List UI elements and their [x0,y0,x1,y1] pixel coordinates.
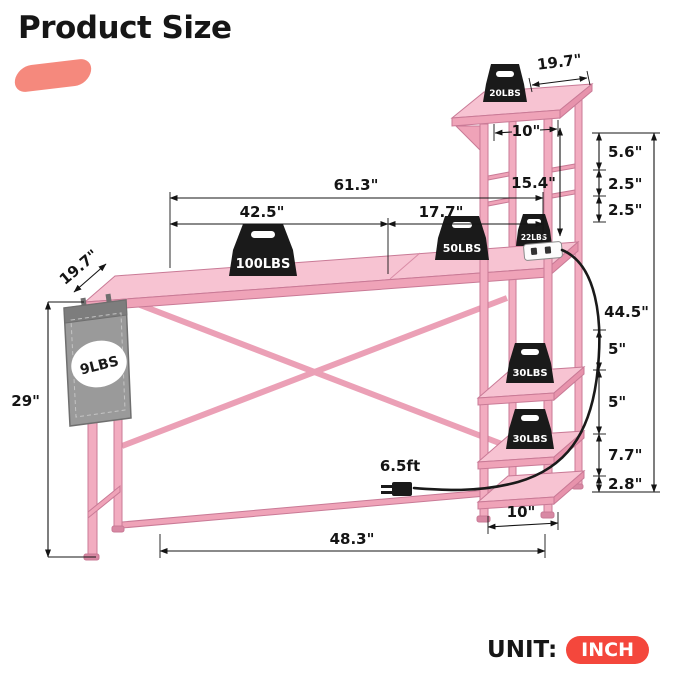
storage-bag: 9LBS [63,293,132,427]
dim-riser-chain-top: 5.6" 2.5" 2.5" [592,132,660,223]
weight-label: 50LBS [443,242,482,255]
dim-label: 19.7" [536,50,583,73]
weight-handle-slot [521,415,539,421]
bag-flap [63,299,128,324]
bottom-shelf [476,469,586,510]
weight-label: 30LBS [512,434,547,445]
weight-label: 30LBS [512,368,547,379]
dim-bottom-shelf-width: 10" [487,503,559,534]
dim-label: 42.5" [240,203,285,221]
weight-handle-slot [452,222,472,228]
leg-foot [111,525,125,533]
bag-stitching [70,312,126,418]
dim-label: 5.6" [608,143,642,161]
dim-label: 2.5" [608,175,642,193]
x-brace-bar [120,295,509,449]
dim-label: 17.7" [419,203,464,221]
weight-desk-right: 50LBS [435,216,489,260]
weight-top-shelf: 20LBS [483,64,527,102]
dim-desk-height: 29" [11,301,96,558]
dim-label: 44.5" [604,303,649,321]
plug-prong [381,491,392,494]
weight-handle-slot [496,71,514,77]
weight-handle-slot [527,219,541,224]
tower-foot [476,515,491,523]
power-strip [523,241,563,261]
dim-label: 7.7" [608,446,642,464]
unit-row: UNIT: INCH [487,636,649,664]
weight-desk-main: 100LBS [229,224,297,276]
power-outlet [530,247,538,255]
dim-total-width: 61.3" [169,176,544,268]
dim-label: 5" [608,393,626,411]
power-strip-body [523,241,563,261]
weight-label: 22LBS [521,233,547,242]
tower-foot [540,511,555,519]
dim-base-width: 48.3" [159,530,546,558]
unit-badge: INCH [566,636,649,664]
riser-rung [487,171,510,181]
dim-label: 5" [608,340,626,358]
page-title: Product Size [18,10,232,46]
dim-total-height: 44.5" [592,132,660,493]
power-outlet [544,246,552,254]
power-plug [381,482,412,496]
dim-label: 15.4" [511,174,556,192]
unit-label: UNIT: [487,637,558,663]
weight-handle-slot [251,231,275,238]
desktop-seam [389,252,421,280]
weight-label: 20LBS [489,89,521,99]
weight-label: 100LBS [236,257,291,272]
dim-desk-depth: 19.7" [56,246,107,293]
tower-back-right-post [574,91,583,487]
dim-top-shelf-width: 10" [493,120,559,141]
dim-shelf-chain: 5" 5" 7.7" 2.8" [593,329,642,493]
dim-shelf-section-width: 17.7" [387,203,544,227]
bag-weight-bubble [71,340,127,388]
shelf-bracket [454,125,481,152]
dim-cord-length: 6.5ft [380,457,420,475]
dim-label: 10" [507,503,536,521]
dim-desk-section-width: 42.5" [169,203,389,274]
riser-rung [487,197,510,207]
dim-top-shelf-depth: 19.7" [528,50,591,93]
dim-label: 61.3" [334,176,379,194]
plug-prong [381,485,392,488]
riser-rung [551,163,576,173]
dimensions: 19.7" 10" 5.6" 2.5" 2.5" [11,50,660,558]
weight-lower-shelf: 30LBS [506,409,554,449]
weights: 20LBS 100LBS 50LBS 22LBS 30LBS [229,64,554,449]
dim-label: 29" [11,392,40,410]
dim-hutch-clearance: 15.4" [511,127,563,237]
weight-handle-slot [521,349,539,355]
weight-middle-shelf: 30LBS [506,343,554,383]
dim-label: 2.8" [608,475,642,493]
shelf-tower [450,82,594,523]
cable-path [412,248,601,492]
dim-label: 2.5" [608,201,642,219]
dim-label: 48.3" [330,530,375,548]
dim-label: 19.7" [56,246,102,289]
bottom-rail [121,487,510,529]
left-stretcher [87,484,121,520]
dim-label: 6.5ft [380,457,420,475]
dim-label: 10" [512,122,541,140]
power-cable [381,248,601,496]
